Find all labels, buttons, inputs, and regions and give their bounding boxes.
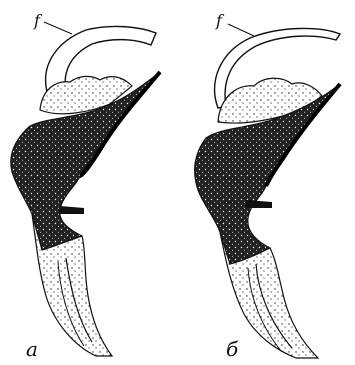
panel-a-letter: а — [26, 337, 38, 361]
panel-b-letter: б — [226, 337, 239, 361]
panel-a-f-leader — [44, 22, 72, 34]
panel-b-projection — [246, 200, 272, 208]
panel-b-f-label: f — [215, 11, 225, 30]
panel-b-f-leader — [228, 24, 254, 36]
panel-a-projection — [60, 206, 84, 214]
panel-a-f-label: f — [33, 11, 43, 30]
panel-b — [195, 28, 340, 358]
panel-a — [11, 26, 160, 356]
